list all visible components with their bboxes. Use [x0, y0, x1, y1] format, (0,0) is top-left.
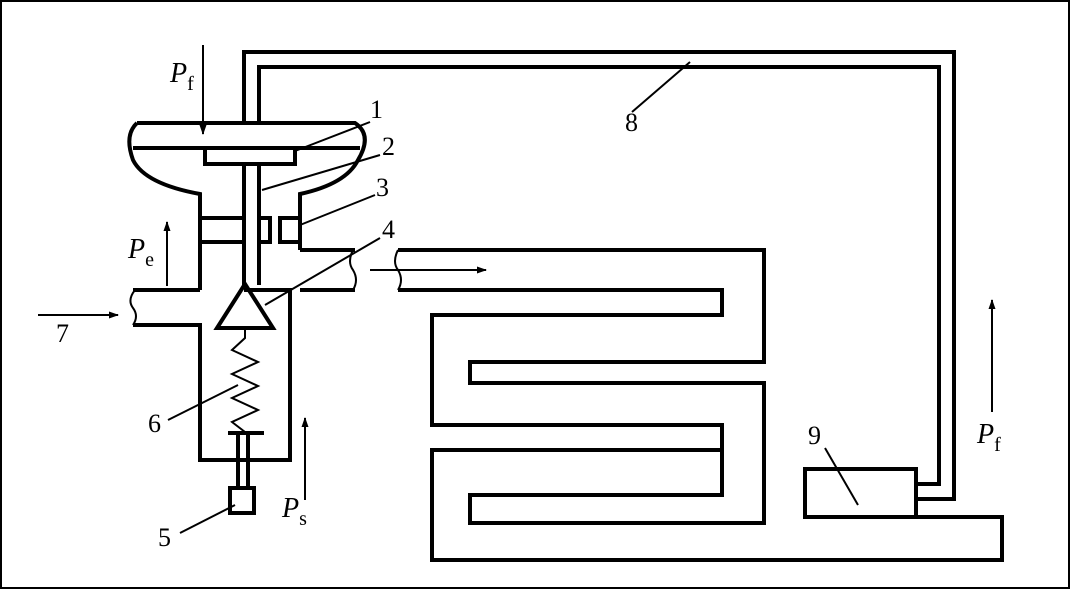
capillary-tube-inner — [257, 65, 941, 486]
pressure-ps: Ps — [281, 493, 307, 530]
label-5: 5 — [158, 523, 171, 552]
valve-outlet-pipe — [300, 248, 355, 292]
label-2: 2 — [382, 132, 395, 161]
pipe-break-left — [349, 249, 357, 291]
inlet-pipe — [133, 288, 292, 462]
leader-5 — [179, 504, 236, 534]
leader-1 — [294, 121, 371, 152]
leader-8 — [631, 61, 691, 113]
capillary-tube-outer — [242, 50, 956, 501]
label-1: 1 — [370, 95, 383, 124]
label-9: 9 — [808, 421, 821, 450]
diaphragm-plate — [203, 146, 297, 166]
label-8: 8 — [625, 108, 638, 137]
adjusting-screw — [228, 486, 256, 515]
spring — [229, 328, 261, 433]
pressure-pf-right: Pf — [976, 419, 1001, 456]
leader-3 — [299, 194, 376, 226]
pressure-pf-top: Pf — [169, 58, 194, 95]
inlet-pipe-break — [129, 289, 137, 326]
diaphragm-chamber — [127, 121, 367, 210]
leader-9 — [824, 447, 859, 506]
label-6: 6 — [148, 409, 161, 438]
evaporator-coil — [398, 248, 1004, 562]
leader-4 — [264, 237, 381, 306]
equalizer-port — [278, 216, 302, 244]
label-7: 7 — [56, 319, 69, 348]
label-3: 3 — [376, 173, 389, 202]
leader-2 — [261, 154, 381, 191]
leader-6 — [167, 384, 239, 421]
label-4: 4 — [382, 215, 395, 244]
guide-block-left — [257, 216, 272, 244]
temperature-bulb — [803, 467, 918, 519]
pressure-pe: Pe — [127, 234, 154, 271]
